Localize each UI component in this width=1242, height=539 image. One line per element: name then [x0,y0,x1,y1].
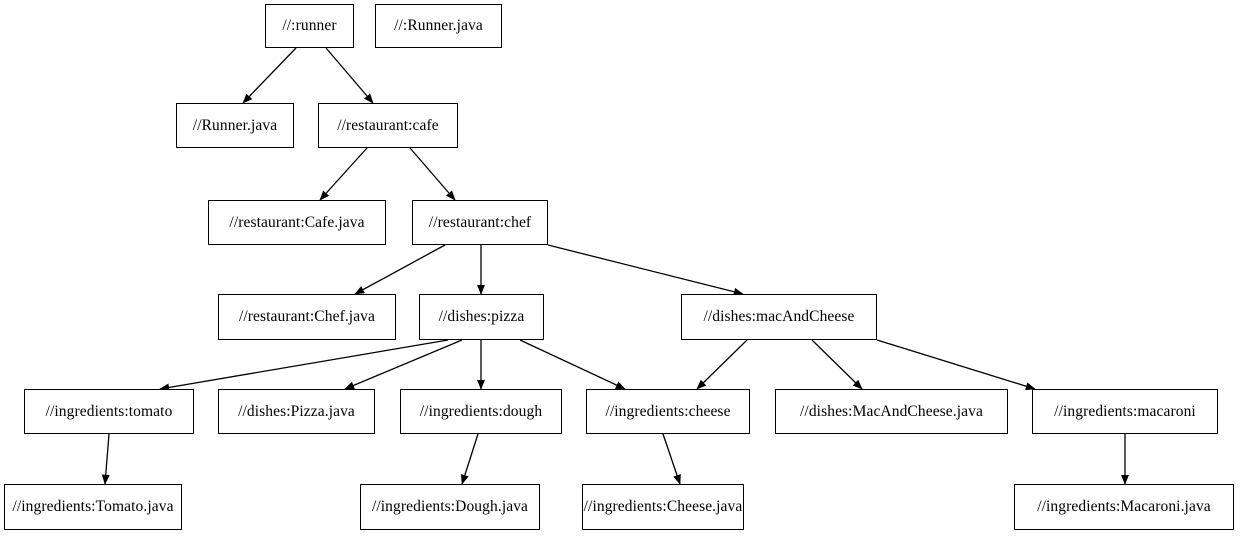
graph-node-label: //restaurant:Cafe.java [229,213,365,231]
graph-node-ingredients-tomato-java[interactable]: //ingredients:Tomato.java [4,484,182,530]
graph-node-label: //:Runner.java [394,17,483,35]
graph-node-label: //ingredients:Tomato.java [12,498,174,516]
graph-node-restaurant-chef[interactable]: //restaurant:chef [412,200,548,245]
graph-node-restaurant-cafe[interactable]: //restaurant:cafe [318,103,458,148]
graph-node-ingredients-dough[interactable]: //ingredients:dough [400,389,562,434]
graph-node-label: //restaurant:chef [428,213,532,231]
graph-node-label: //ingredients:tomato [45,402,173,420]
graph-node-label: //ingredients:Cheese.java [583,498,743,516]
graph-node-runner-target[interactable]: //:runner [265,4,354,48]
graph-node-label: //:runner [282,17,337,35]
graph-node-dishes-macandcheese[interactable]: //dishes:macAndCheese [681,294,877,340]
graph-node-runner-java[interactable]: //Runner.java [176,103,294,148]
graph-node-ingredients-macaroni-java[interactable]: //ingredients:Macaroni.java [1014,484,1234,530]
graph-node-label: //ingredients:dough [419,402,543,420]
graph-node-label: //ingredients:macaroni [1054,402,1196,420]
graph-node-label: //ingredients:Dough.java [371,498,529,516]
graph-node-ingredients-tomato[interactable]: //ingredients:tomato [24,389,194,434]
graph-node-label: //restaurant:cafe [337,116,439,134]
graph-node-label: //dishes:pizza [438,308,525,326]
graph-node-ingredients-cheese[interactable]: //ingredients:cheese [586,389,750,434]
graph-node-label: //ingredients:cheese [605,402,731,420]
graph-node-label: //Runner.java [192,116,278,134]
graph-node-restaurant-cafe-java[interactable]: //restaurant:Cafe.java [208,200,386,245]
graph-node-ingredients-macaroni[interactable]: //ingredients:macaroni [1032,389,1218,434]
graph-node-runner-java-root[interactable]: //:Runner.java [375,4,502,48]
graph-node-label: //ingredients:Macaroni.java [1037,498,1211,516]
graph-node-label: //dishes:macAndCheese [703,308,855,326]
graph-node-dishes-mac-java[interactable]: //dishes:MacAndCheese.java [775,389,1008,434]
graph-node-ingredients-cheese-java[interactable]: //ingredients:Cheese.java [582,484,744,530]
graph-node-dishes-pizza-java[interactable]: //dishes:Pizza.java [218,389,375,434]
graph-node-dishes-pizza[interactable]: //dishes:pizza [419,294,544,340]
graph-node-label: //restaurant:Chef.java [238,308,376,326]
graph-node-label: //dishes:Pizza.java [238,402,355,420]
graph-node-label: //dishes:MacAndCheese.java [800,402,983,420]
graph-node-restaurant-chef-java[interactable]: //restaurant:Chef.java [218,294,396,340]
graph-node-ingredients-dough-java[interactable]: //ingredients:Dough.java [360,484,540,530]
